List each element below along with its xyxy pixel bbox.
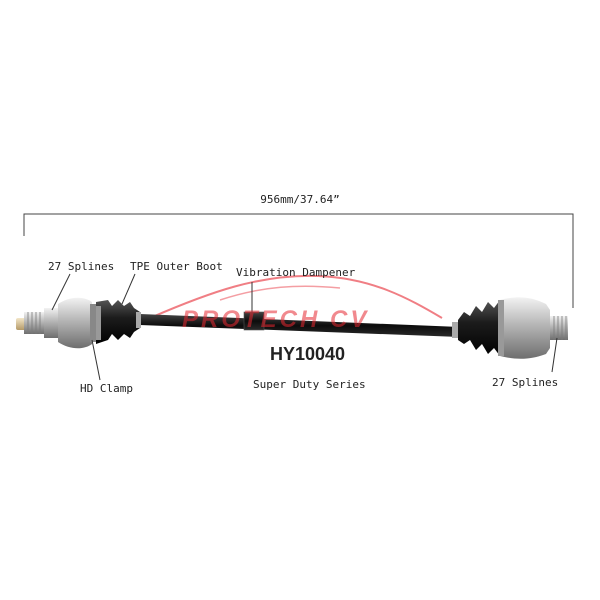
axle-shaft (140, 314, 460, 337)
outer-boot-label: TPE Outer Boot (130, 260, 223, 273)
overall-length-label: 956mm/37.64” (260, 193, 340, 206)
part-number: HY10040 (270, 344, 346, 364)
right-spline-stub (550, 316, 568, 340)
left-splines-label: 27 Splines (48, 260, 115, 273)
vibration-dampener (243, 311, 265, 331)
right-splines-label: 27 Splines (492, 376, 559, 389)
length-dimension-line (23, 213, 574, 308)
series-label: Super Duty Series (253, 378, 366, 391)
right-splines-leader (551, 337, 558, 373)
left-spline-stub (16, 308, 58, 338)
watermark-car-roofline (219, 285, 341, 301)
watermark-car-outline (149, 274, 443, 319)
outer-boot-leader (121, 273, 136, 305)
inner-cv-joint (498, 297, 550, 359)
left-splines-leader (51, 273, 71, 311)
vibration-dampener-label: Vibration Dampener (236, 266, 356, 279)
hd-clamp-label: HD Clamp (80, 382, 133, 395)
inner-boot (452, 300, 500, 356)
hd-clamp-leader (91, 339, 101, 381)
outer-cv-joint (58, 297, 98, 349)
outer-boot (96, 300, 141, 344)
watermark-brand-text: PROTECH CV (182, 306, 370, 333)
